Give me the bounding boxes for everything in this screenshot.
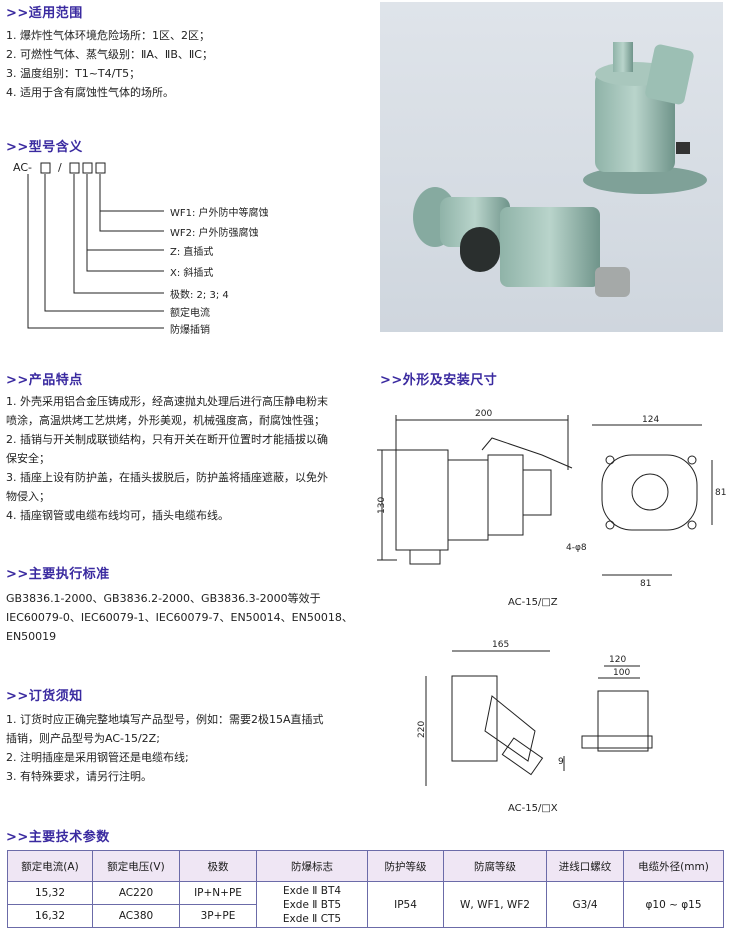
order-list: 1. 订货时应正确完整地填写产品型号，例如：需要2极15A直插式 插销，则产品型… [6, 710, 324, 786]
order-title: >>订货须知 [6, 689, 83, 704]
dim-124: 124 [642, 415, 659, 425]
standards-title: >>主要执行标准 [6, 567, 110, 582]
list-item: 保安全； [6, 452, 50, 465]
table-cell: IP+N+PE [179, 881, 257, 905]
dim-165: 165 [492, 640, 509, 650]
product-photo [380, 2, 723, 332]
protection-cell: IP54 [367, 881, 444, 928]
dim-200: 200 [475, 409, 492, 419]
list-item: 3. 有特殊要求，请另行注明。 [6, 770, 152, 783]
thread-cell: G3/4 [546, 881, 624, 928]
caption-x: AC-15/□X [508, 803, 558, 814]
table-cell: 15,32 [7, 881, 93, 905]
dim-130: 130 [377, 497, 387, 514]
dim-100: 100 [613, 668, 630, 678]
model-label: 极数: 2; 3; 4 [170, 290, 229, 301]
standards-line: IEC60079-0、IEC60079-1、IEC60079-7、EN50014… [6, 611, 353, 624]
dim-holes: 4-φ8 [566, 543, 587, 553]
model-label: WF2: 户外防强腐蚀 [170, 228, 259, 239]
caption-z: AC-15/□Z [508, 597, 558, 608]
table-header: 额定电流(A) [7, 850, 93, 882]
anticorrosion-cell: W, WF1, WF2 [443, 881, 547, 928]
scope-list: 1. 爆炸性气体环境危险场所：1区、2区； 2. 可燃性气体、蒸气级别：ⅡA、Ⅱ… [6, 26, 213, 102]
table-cell: 3P+PE [179, 904, 257, 928]
list-item: 3. 温度组别：T1~T4/T5； [6, 67, 141, 80]
table-header: 防爆标志 [256, 850, 368, 882]
model-label: Z: 直插式 [170, 247, 214, 258]
table-row: 16,32 AC380 3P+PE [7, 904, 724, 928]
table-row: 15,32 AC220 IP+N+PE Exde Ⅱ BT4 Exde Ⅱ BT… [7, 881, 724, 928]
scope-title: >>适用范围 [6, 6, 83, 21]
table-header-row: 额定电流(A) 额定电压(V) 极数 防爆标志 防护等级 防腐等级 进线口螺纹 … [7, 850, 724, 882]
drawing-x: 165 220 120 100 9 [400, 636, 720, 806]
dim-220: 220 [417, 721, 427, 738]
dim-81-vertical: 81 [715, 488, 726, 498]
explosion-mark-cell: Exde Ⅱ BT4 Exde Ⅱ BT5 Exde Ⅱ CT5 [256, 881, 368, 928]
standards-line: EN50019 [6, 630, 57, 643]
explosion-mark: Exde Ⅱ BT4 [282, 884, 342, 897]
explosion-mark: Exde Ⅱ CT5 [282, 912, 342, 925]
table-cell: AC380 [92, 904, 180, 928]
cable-cell: φ10 ~ φ15 [623, 881, 724, 928]
features-title: >>产品特点 [6, 373, 83, 388]
model-title: >>型号含义 [6, 140, 83, 155]
model-label: X: 斜插式 [170, 268, 214, 279]
standards-line: GB3836.1-2000、GB3836.2-2000、GB3836.3-200… [6, 592, 321, 605]
list-item: 4. 插座钢管或电缆布线均可，插头电缆布线。 [6, 509, 229, 522]
table-header: 进线口螺纹 [546, 850, 624, 882]
model-label: 额定电流 [170, 308, 210, 319]
spec-table: 额定电流(A) 额定电压(V) 极数 防爆标志 防护等级 防腐等级 进线口螺纹 … [7, 850, 724, 928]
list-item: 喷涂，高温烘烤工艺烘烤，外形美观，机械强度高，耐腐蚀性强； [6, 414, 325, 427]
dimension-drawing-x: 165 220 120 100 9 [417, 640, 653, 786]
list-item: 1. 订货时应正确完整地填写产品型号，例如：需要2极15A直插式 [6, 713, 324, 726]
dimension-drawing-z: 200 130 124 81 81 4-φ8 [377, 409, 726, 589]
specs-title: >>主要技术参数 [6, 830, 110, 845]
model-label: WF1: 户外防中等腐蚀 [170, 208, 269, 219]
list-item: 1. 外壳采用铝合金压铸成形，经高速抛丸处理后进行高压静电粉末 [6, 395, 328, 408]
table-cell: 16,32 [7, 904, 93, 928]
features-list: 1. 外壳采用铝合金压铸成形，经高速抛丸处理后进行高压静电粉末 喷涂，高温烘烤工… [6, 392, 328, 525]
model-code-prefix: AC- [13, 161, 32, 174]
table-header: 极数 [179, 850, 257, 882]
table-header: 额定电压(V) [92, 850, 180, 882]
list-item: 1. 爆炸性气体环境危险场所：1区、2区； [6, 29, 210, 42]
model-diagram: AC- / WF1: 户外防中等腐蚀 WF2: 户外防强腐蚀 Z: 直插式 X:… [12, 160, 372, 340]
dim-120: 120 [609, 655, 626, 665]
list-item: 2. 注明插座是采用钢管还是电缆布线; [6, 751, 189, 764]
list-item: 3. 插座上设有防护盖，在插头拔脱后，防护盖将插座遮蔽，以免外 [6, 471, 328, 484]
product-illustration [413, 42, 707, 297]
table-header: 防腐等级 [443, 850, 547, 882]
model-code-slash: / [58, 161, 62, 174]
list-item: 物侵入； [6, 490, 50, 503]
drawing-z: 200 130 124 81 81 4-φ8 [372, 400, 730, 620]
model-tree-lines [27, 162, 164, 329]
list-item: 2. 可燃性气体、蒸气级别：ⅡA、ⅡB、ⅡC； [6, 48, 213, 61]
standards-text: GB3836.1-2000、GB3836.2-2000、GB3836.3-200… [6, 589, 353, 646]
dim-81-horizontal: 81 [640, 579, 651, 589]
table-header: 电缆外径(mm) [623, 850, 724, 882]
dimensions-title: >>外形及安装尺寸 [380, 373, 498, 388]
table-cell: AC220 [92, 881, 180, 905]
dim-9: 9 [558, 757, 564, 767]
model-label: 防爆插销 [170, 325, 210, 336]
list-item: 2. 插销与开关制成联锁结构，只有开关在断开位置时才能插拔以确 [6, 433, 328, 446]
list-item: 插销，则产品型号为AC-15/2Z; [6, 732, 160, 745]
list-item: 4. 适用于含有腐蚀性气体的场所。 [6, 86, 174, 99]
table-header: 防护等级 [367, 850, 444, 882]
explosion-mark: Exde Ⅱ BT5 [282, 898, 342, 911]
